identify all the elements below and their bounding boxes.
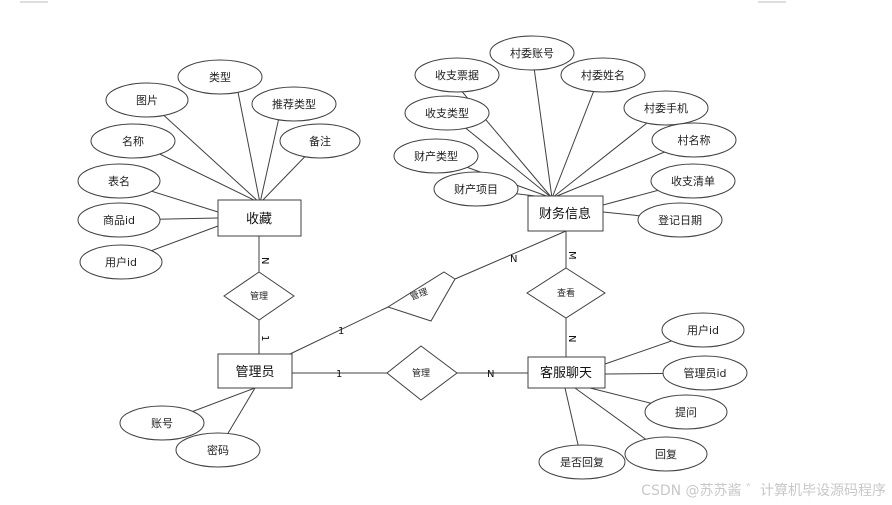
svg-text:财务信息: 财务信息 bbox=[539, 206, 591, 222]
watermark: CSDN @苏苏酱 ゛计算机毕设源码程序 bbox=[641, 483, 886, 499]
attr-caiwu-register-date: 登记日期 bbox=[637, 202, 723, 238]
attr-caiwu-payment-type: 收支类型 bbox=[404, 95, 490, 131]
rel-admin-shoucang: 管理 bbox=[223, 271, 295, 321]
card-admin-kefu-side: 1 bbox=[336, 369, 342, 380]
card-kefu-caiwu-side: N bbox=[566, 335, 577, 342]
entity-kefu: 客服聊天 bbox=[527, 356, 606, 389]
svg-text:登记日期: 登记日期 bbox=[658, 213, 702, 227]
svg-text:收藏: 收藏 bbox=[246, 212, 272, 227]
svg-text:商品id: 商品id bbox=[103, 213, 135, 227]
svg-text:提问: 提问 bbox=[675, 406, 697, 419]
attr-kefu-admin-id: 管理员id bbox=[662, 355, 748, 391]
attr-caiwu-committee-phone: 村委手机 bbox=[623, 90, 709, 126]
rel-caiwu-kefu: 查看 bbox=[526, 267, 606, 319]
svg-text:管理: 管理 bbox=[250, 290, 268, 302]
attr-shoucang-image: 图片 bbox=[105, 82, 189, 118]
attr-caiwu-committee-name: 村委姓名 bbox=[560, 57, 646, 93]
entity-caiwu: 财务信息 bbox=[527, 195, 604, 232]
svg-text:类型: 类型 bbox=[209, 70, 231, 84]
attr-caiwu-payment-list: 收支清单 bbox=[650, 163, 736, 199]
svg-text:收支清单: 收支清单 bbox=[671, 174, 715, 188]
attr-kefu-is-replied: 是否回复 bbox=[538, 444, 626, 480]
svg-text:管理员id: 管理员id bbox=[683, 366, 726, 380]
svg-text:村委手机: 村委手机 bbox=[644, 101, 688, 115]
attr-caiwu-village-name: 村名称 bbox=[651, 122, 737, 158]
card-admin-shoucang-side: 1 bbox=[259, 335, 270, 341]
svg-text:村委账号: 村委账号 bbox=[510, 46, 554, 60]
entity-shoucang: 收藏 bbox=[217, 199, 302, 237]
svg-text:备注: 备注 bbox=[309, 134, 331, 148]
attr-kefu-question: 提问 bbox=[644, 394, 728, 430]
attr-shoucang-type: 类型 bbox=[177, 59, 263, 95]
attr-shoucang-remark: 备注 bbox=[279, 123, 361, 159]
svg-text:村名称: 村名称 bbox=[678, 133, 711, 147]
svg-text:收支类型: 收支类型 bbox=[425, 106, 469, 120]
svg-text:图片: 图片 bbox=[136, 94, 158, 107]
card-shoucang-side: N bbox=[259, 257, 270, 264]
svg-text:收支票据: 收支票据 bbox=[435, 68, 479, 82]
edges-relationships bbox=[258, 230, 567, 374]
attr-caiwu-receipt: 收支票据 bbox=[414, 57, 500, 93]
attr-kefu-user-id: 用户id bbox=[661, 312, 745, 348]
rel-admin-caiwu: 管理 bbox=[386, 271, 456, 322]
attr-guanliyuan-account: 账号 bbox=[119, 405, 205, 441]
rel-admin-kefu: 管理 bbox=[386, 345, 458, 401]
svg-text:用户id: 用户id bbox=[105, 255, 137, 269]
card-kefu-admin-side: N bbox=[487, 369, 494, 380]
card-admin-caiwu-side: 1 bbox=[338, 326, 344, 337]
svg-text:查看: 查看 bbox=[557, 287, 575, 299]
svg-text:用户id: 用户id bbox=[687, 323, 719, 337]
svg-text:回复: 回复 bbox=[655, 447, 677, 461]
svg-text:管理员: 管理员 bbox=[235, 365, 274, 380]
attr-shoucang-user-id: 用户id bbox=[79, 244, 163, 280]
svg-text:是否回复: 是否回复 bbox=[560, 455, 604, 469]
svg-text:表名: 表名 bbox=[108, 174, 130, 188]
card-caiwu-admin-side: N bbox=[510, 254, 517, 265]
attr-kefu-reply: 回复 bbox=[624, 436, 708, 472]
entity-guanliyuan: 管理员 bbox=[217, 353, 293, 389]
svg-text:推荐类型: 推荐类型 bbox=[272, 97, 316, 111]
svg-text:管理: 管理 bbox=[412, 367, 430, 379]
attr-caiwu-committee-account: 村委账号 bbox=[489, 35, 575, 71]
attr-shoucang-name: 名称 bbox=[90, 123, 176, 159]
attr-shoucang-recommend-type: 推荐类型 bbox=[251, 86, 337, 122]
attr-shoucang-goods-id: 商品id bbox=[77, 202, 161, 238]
attr-caiwu-property-type: 财产类型 bbox=[393, 138, 479, 174]
svg-text:财产类型: 财产类型 bbox=[414, 149, 458, 163]
attr-guanliyuan-password: 密码 bbox=[175, 432, 261, 468]
svg-text:客服聊天: 客服聊天 bbox=[540, 365, 592, 381]
svg-text:密码: 密码 bbox=[207, 443, 229, 457]
attr-shoucang-table-name: 表名 bbox=[77, 163, 161, 199]
svg-text:账号: 账号 bbox=[151, 417, 173, 430]
svg-text:财产项目: 财产项目 bbox=[454, 182, 498, 196]
attr-caiwu-property-item: 财产项目 bbox=[433, 171, 519, 207]
svg-text:村委姓名: 村委姓名 bbox=[581, 68, 625, 82]
card-caiwu-kefu-side: M bbox=[566, 251, 577, 260]
svg-text:名称: 名称 bbox=[122, 134, 144, 148]
